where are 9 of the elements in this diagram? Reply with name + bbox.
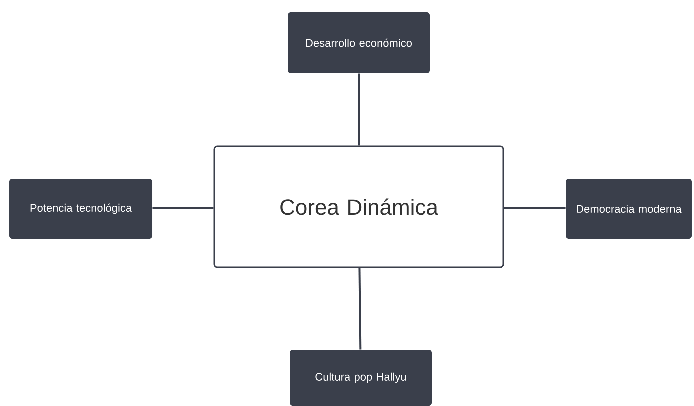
connector-line <box>358 74 360 146</box>
topic-box: Desarrollo económico <box>288 12 430 74</box>
topic-box: Democracia moderna <box>566 179 692 239</box>
connector-line <box>358 268 362 350</box>
connector-line <box>152 207 214 210</box>
topic-box: Potencia tecnológica <box>10 179 152 239</box>
topic-box: Cultura pop Hallyu <box>290 350 432 406</box>
connector-line <box>504 207 566 210</box>
central-box: Corea Dinámica <box>214 146 504 268</box>
